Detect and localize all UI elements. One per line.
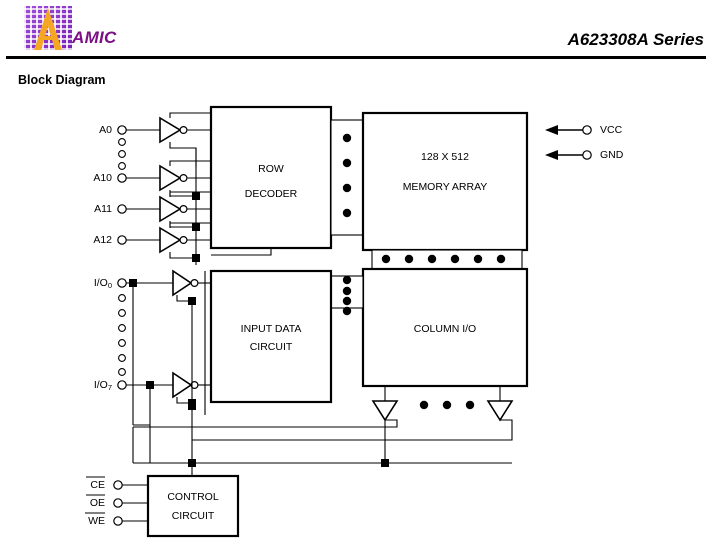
header-divider	[6, 56, 706, 59]
address-pin-a10-label: A10	[93, 172, 112, 184]
address-pin-a0-label: A0	[99, 124, 112, 136]
gnd-arrow-icon	[545, 150, 558, 160]
io-pin-0-label: I/O0	[94, 277, 112, 290]
row-decoder-label-line1: ROW	[258, 163, 284, 175]
array-to-column-bus	[371, 249, 523, 270]
input-data-circuit-label-line1: INPUT DATA	[241, 323, 302, 335]
address-pin-a10: A10	[93, 172, 160, 184]
input-to-column-bus	[330, 275, 364, 316]
bottom-feedback-rails	[132, 419, 512, 467]
power-pin-vcc: VCC	[545, 124, 623, 136]
vcc-arrow-icon	[545, 125, 558, 135]
control-pin-ce-label: CE	[90, 479, 105, 491]
block-column-io: COLUMN I/O	[361, 267, 529, 388]
output-buffer-ellipsis-dots	[419, 400, 475, 410]
output-buffer-left	[371, 386, 399, 463]
address-pin-a12-terminal[interactable]	[117, 235, 127, 245]
control-pin-we-label: WE	[88, 515, 105, 527]
column-io-label: COLUMN I/O	[414, 323, 476, 335]
logo-letter-a-icon	[34, 8, 62, 50]
memory-array-label-line2: MEMORY ARRAY	[403, 181, 488, 193]
block-diagram: A0 A10 A11 A12	[0, 95, 712, 551]
input-data-circuit-label-line2: CIRCUIT	[250, 341, 293, 353]
address-pin-a11-label: A11	[94, 203, 112, 215]
io-pin-0-terminal[interactable]	[117, 278, 127, 288]
brand-name: AMIC	[72, 28, 117, 47]
address-pin-a11-terminal[interactable]	[117, 204, 127, 214]
power-pin-vcc-terminal[interactable]	[582, 125, 592, 135]
io-ellipsis-dots	[118, 294, 126, 376]
control-pin-oe: OE	[86, 494, 148, 509]
row-decoder-bottom-stub	[211, 248, 272, 256]
address-pin-a12-label: A12	[93, 234, 112, 246]
control-pin-we-terminal[interactable]	[113, 516, 123, 526]
control-pin-ce: CE	[86, 476, 148, 491]
control-pin-oe-terminal[interactable]	[113, 498, 123, 508]
row-to-array-bus	[330, 119, 364, 236]
address-pin-a11: A11	[94, 203, 160, 215]
address-ellipsis-dots	[118, 138, 126, 170]
page-header: AMIC A623308A Series	[0, 0, 712, 60]
address-pin-a0: A0	[99, 124, 160, 136]
block-input-data-circuit: INPUT DATA CIRCUIT	[209, 269, 333, 404]
amic-logo	[24, 6, 72, 50]
io-pin-7-label: I/O7	[94, 379, 112, 392]
power-pin-gnd-label: GND	[600, 149, 624, 161]
control-circuit-label-line1: CONTROL	[167, 491, 218, 503]
block-memory-array: 128 X 512 MEMORY ARRAY	[361, 111, 529, 252]
power-pin-gnd-terminal[interactable]	[582, 150, 592, 160]
address-inverter-a10	[159, 160, 210, 200]
output-buffer-right	[192, 386, 514, 441]
control-pin-ce-terminal[interactable]	[113, 480, 123, 490]
row-decoder-label-line2: DECODER	[245, 188, 298, 200]
page-title: A623308A Series	[567, 30, 704, 49]
address-pin-a0-terminal[interactable]	[117, 125, 127, 135]
power-pin-group: VCC GND	[545, 124, 624, 161]
address-pin-a12: A12	[93, 234, 160, 246]
control-pin-we: WE	[85, 512, 148, 527]
address-pin-group: A0 A10 A11 A12	[93, 124, 160, 246]
control-pin-oe-label: OE	[90, 497, 105, 509]
io-pin-7-terminal[interactable]	[117, 380, 127, 390]
power-pin-gnd: GND	[545, 149, 624, 161]
power-pin-vcc-label: VCC	[600, 124, 623, 136]
address-inverter-a0	[159, 112, 210, 167]
io-vertical-buses	[132, 271, 206, 463]
address-pin-a10-terminal[interactable]	[117, 173, 127, 183]
control-pin-group: CE OE WE	[85, 476, 148, 527]
memory-array-label-line1: 128 X 512	[421, 151, 469, 163]
address-inverter-a11	[159, 191, 210, 231]
address-inverter-a12	[159, 222, 210, 262]
control-circuit-label-line2: CIRCUIT	[172, 510, 215, 522]
block-control-circuit: CONTROL CIRCUIT	[146, 467, 240, 538]
section-title: Block Diagram	[18, 73, 106, 87]
block-row-decoder: ROW DECODER	[209, 105, 333, 250]
